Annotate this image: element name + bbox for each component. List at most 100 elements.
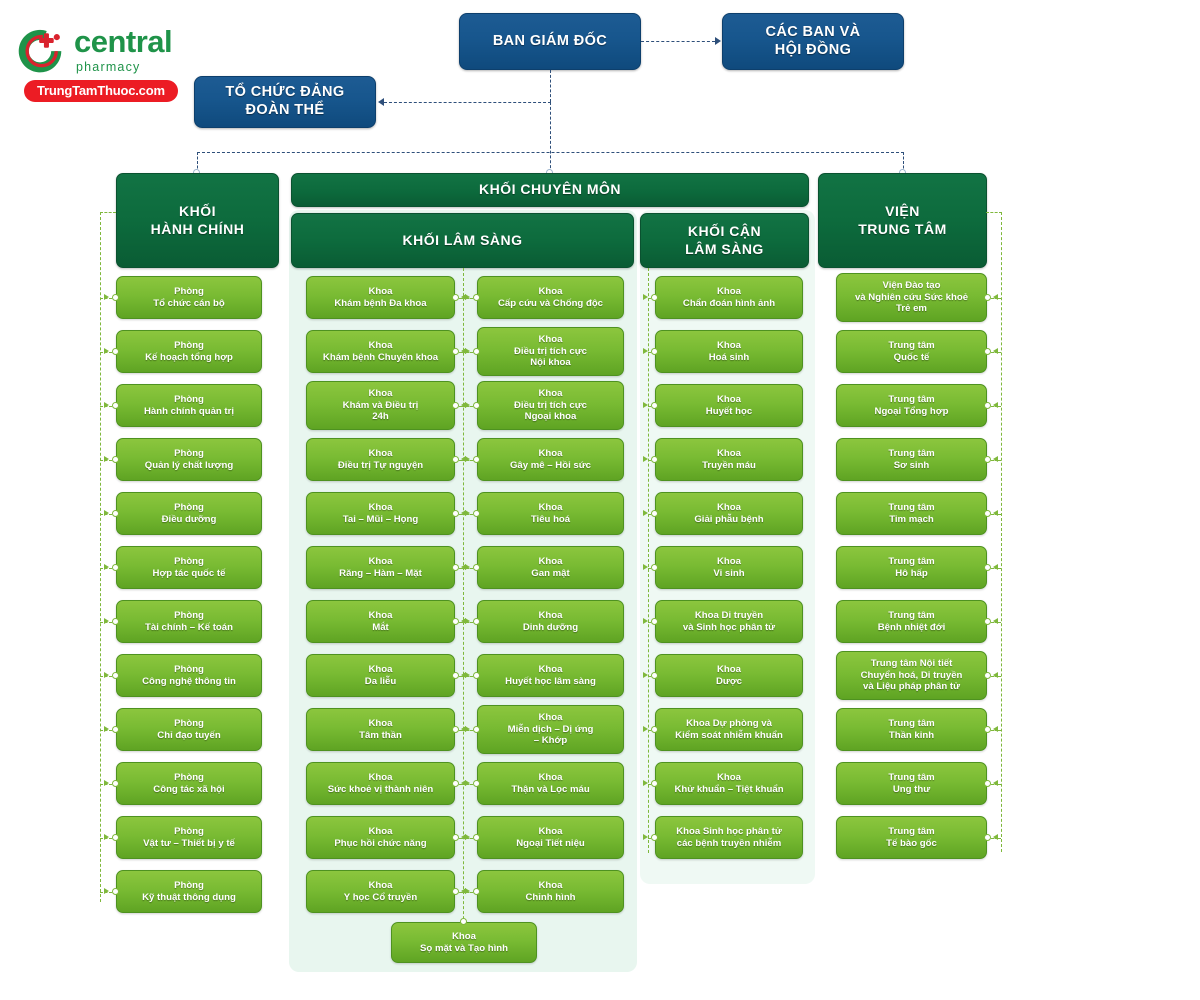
leaf-phong-ke-hoach-tong-hop[interactable]: Phòng Kế hoạch tổng hợp — [116, 330, 262, 373]
node-dot — [984, 726, 991, 733]
leaf-khoa-cap-cuu-va-chong-doc[interactable]: Khoa Cấp cứu và Chống độc — [477, 276, 624, 319]
connector-stub — [648, 351, 651, 353]
leaf-phong-chi-dao-tuyen[interactable]: Phòng Chỉ đạo tuyến — [116, 708, 262, 751]
leaf-khoa-huyet-hoc[interactable]: Khoa Huyết học — [655, 384, 803, 427]
connector-arrow — [104, 510, 109, 516]
connector-stub — [648, 459, 651, 461]
leaf-khoa-phuc-hoi-chuc-nang[interactable]: Khoa Phục hồi chức năng — [306, 816, 455, 859]
leaf-khoa-di-truyen-va-sinh-hoc-phan-tu[interactable]: Khoa Di truyền và Sinh học phân tử — [655, 600, 803, 643]
leaf-trung-tam-tim-mach[interactable]: Trung tâm Tim mạch — [836, 492, 987, 535]
connector-stub — [648, 675, 651, 677]
node-dot — [651, 780, 658, 787]
leaf-khoa-ngoai-tiet-nieu[interactable]: Khoa Ngoại Tiết niệu — [477, 816, 624, 859]
leaf-phong-quan-ly-chat-luong[interactable]: Phòng Quản lý chất lượng — [116, 438, 262, 481]
node-dot — [452, 456, 459, 463]
leaf-khoa-kham-va-dieu-tri-24h[interactable]: Khoa Khám và Điều trị 24h — [306, 381, 455, 430]
node-dot — [452, 294, 459, 301]
connector-arrow — [461, 888, 466, 894]
connector-arrow — [465, 456, 470, 462]
leaf-khoa-du-phong-va-kiem-soat-nhiem-khuan[interactable]: Khoa Dự phòng và Kiểm soát nhiễm khuẩn — [655, 708, 803, 751]
connector-arrow — [461, 564, 466, 570]
leaf-khoa-kham-benh-da-khoa[interactable]: Khoa Khám bệnh Đa khoa — [306, 276, 455, 319]
leaf-trung-tam-noi-tiet-chuyen-hoa-di-truyen-va-lie[interactable]: Trung tâm Nội tiết Chuyển hoá, Di truyền… — [836, 651, 987, 700]
block-header-khoi-hanh-chinh[interactable]: KHỐI HÀNH CHÍNH — [116, 173, 279, 268]
spine-administrative-top-stub — [100, 212, 116, 213]
leaf-khoa-y-hoc-co-truyen[interactable]: Khoa Y học Cổ truyền — [306, 870, 455, 913]
leaf-trung-tam-ngoai-tong-hop[interactable]: Trung tâm Ngoại Tổng hợp — [836, 384, 987, 427]
leaf-trung-tam-ung-thu[interactable]: Trung tâm Ung thư — [836, 762, 987, 805]
leaf-phong-vat-tu-thiet-bi-y-te[interactable]: Phòng Vật tư – Thiết bị y tế — [116, 816, 262, 859]
node-dot — [651, 402, 658, 409]
node-dot — [984, 510, 991, 517]
node-dot — [112, 456, 119, 463]
block-header-khoi-lam-sang[interactable]: KHỐI LÂM SÀNG — [291, 213, 634, 268]
spine-paraclinical — [648, 268, 649, 853]
leaf-trung-tam-benh-nhiet-doi[interactable]: Trung tâm Bệnh nhiệt đới — [836, 600, 987, 643]
connector-arrow — [104, 618, 109, 624]
leaf-trung-tam-than-kinh[interactable]: Trung tâm Thần kinh — [836, 708, 987, 751]
leaf-phong-dieu-duong[interactable]: Phòng Điều dưỡng — [116, 492, 262, 535]
leaf-khoa-gay-me-hoi-suc[interactable]: Khoa Gây mê – Hồi sức — [477, 438, 624, 481]
leaf-khoa-vi-sinh[interactable]: Khoa Vi sinh — [655, 546, 803, 589]
leaf-trung-tam-ho-hap[interactable]: Trung tâm Hô hấp — [836, 546, 987, 589]
block-header-khoi-chuyen-mon[interactable]: KHỐI CHUYÊN MÔN — [291, 173, 809, 207]
leaf-khoa-dinh-duong[interactable]: Khoa Dinh dưỡng — [477, 600, 624, 643]
connector-blocks-bus — [197, 152, 904, 153]
leaf-khoa-so-mat-va-tao-hinh[interactable]: Khoa Sọ mặt và Tạo hình — [391, 922, 537, 963]
leaf-khoa-gan-mat[interactable]: Khoa Gan mật — [477, 546, 624, 589]
leaf-khoa-dieu-tri-tich-cuc-noi-khoa[interactable]: Khoa Điều trị tích cực Nội khoa — [477, 327, 624, 376]
leaf-khoa-mat[interactable]: Khoa Mắt — [306, 600, 455, 643]
leaf-khoa-da-lieu[interactable]: Khoa Da liễu — [306, 654, 455, 697]
leaf-khoa-sinh-hoc-phan-tu-cac-benh-truyen-nhiem[interactable]: Khoa Sinh học phân tử các bệnh truyền nh… — [655, 816, 803, 859]
leaf-khoa-truyen-mau[interactable]: Khoa Truyền máu — [655, 438, 803, 481]
leaf-khoa-rang-ham-mat[interactable]: Khoa Răng – Hàm – Mặt — [306, 546, 455, 589]
node-dot — [452, 888, 459, 895]
leaf-khoa-tieu-hoa[interactable]: Khoa Tiêu hoá — [477, 492, 624, 535]
connector-arrow — [993, 672, 998, 678]
block-header-vien-trung-tam[interactable]: VIỆN TRUNG TÂM — [818, 173, 987, 268]
connector-arrow — [643, 780, 648, 786]
node-dot — [112, 726, 119, 733]
leaf-khoa-chinh-hinh[interactable]: Khoa Chỉnh hình — [477, 870, 624, 913]
node-to-chuc-dang-doan-the[interactable]: TỔ CHỨC ĐẢNG ĐOÀN THỂ — [194, 76, 376, 128]
connector-arrow — [643, 510, 648, 516]
leaf-khoa-dieu-tri-tich-cuc-ngoai-khoa[interactable]: Khoa Điều trị tích cực Ngoại khoa — [477, 381, 624, 430]
leaf-phong-to-chuc-can-bo[interactable]: Phòng Tổ chức cán bộ — [116, 276, 262, 319]
leaf-khoa-tam-than[interactable]: Khoa Tâm thần — [306, 708, 455, 751]
leaf-phong-ky-thuat-thong-dung[interactable]: Phòng Kỹ thuật thông dụng — [116, 870, 262, 913]
leaf-khoa-dieu-tri-tu-nguyen[interactable]: Khoa Điều trị Tự nguyện — [306, 438, 455, 481]
leaf-khoa-giai-phau-benh[interactable]: Khoa Giải phẫu bệnh — [655, 492, 803, 535]
leaf-phong-cong-nghe-thong-tin[interactable]: Phòng Công nghệ thông tin — [116, 654, 262, 697]
connector-arrow — [461, 780, 466, 786]
leaf-trung-tam-te-bao-goc[interactable]: Trung tâm Tế bào gốc — [836, 816, 987, 859]
connector-arrow — [465, 780, 470, 786]
leaf-khoa-chan-doan-hinh-anh[interactable]: Khoa Chẩn đoán hình ảnh — [655, 276, 803, 319]
leaf-khoa-khu-khuan-tiet-khuan[interactable]: Khoa Khử khuẩn – Tiệt khuẩn — [655, 762, 803, 805]
connector-party-horizontal — [384, 102, 551, 103]
leaf-trung-tam-so-sinh[interactable]: Trung tâm Sơ sinh — [836, 438, 987, 481]
node-ban-giam-doc[interactable]: BAN GIÁM ĐỐC — [459, 13, 641, 70]
leaf-phong-hanh-chinh-quan-tri[interactable]: Phòng Hành chính quản trị — [116, 384, 262, 427]
leaf-khoa-mien-dich-di-ung-khop[interactable]: Khoa Miễn dịch – Dị ứng – Khớp — [477, 705, 624, 754]
leaf-khoa-hoa-sinh[interactable]: Khoa Hoá sinh — [655, 330, 803, 373]
node-dot — [473, 348, 480, 355]
leaf-phong-hop-tac-quoc-te[interactable]: Phòng Hợp tác quốc tế — [116, 546, 262, 589]
leaf-trung-tam-quoc-te[interactable]: Trung tâm Quốc tế — [836, 330, 987, 373]
connector-board-to-committees — [641, 41, 715, 42]
node-cac-ban-va-hoi-dong[interactable]: CÁC BAN VÀ HỘI ĐỒNG — [722, 13, 904, 70]
connector-arrow — [643, 402, 648, 408]
leaf-khoa-kham-benh-chuyen-khoa[interactable]: Khoa Khám bệnh Chuyên khoa — [306, 330, 455, 373]
leaf-khoa-than-va-loc-mau[interactable]: Khoa Thận và Lọc máu — [477, 762, 624, 805]
leaf-khoa-suc-khoe-vi-thanh-nien[interactable]: Khoa Sức khoẻ vị thành niên — [306, 762, 455, 805]
connector-arrow — [104, 294, 109, 300]
connector-stub — [648, 837, 651, 839]
leaf-vien-dao-tao-va-nghien-cuu-suc-khoe-tre-em[interactable]: Viện Đào tạo và Nghiên cứu Sức khoẻ Trẻ … — [836, 273, 987, 322]
leaf-khoa-duoc[interactable]: Khoa Dược — [655, 654, 803, 697]
leaf-khoa-huyet-hoc-lam-sang[interactable]: Khoa Huyết học lâm sàng — [477, 654, 624, 697]
leaf-phong-tai-chinh-ke-toan[interactable]: Phòng Tài chính – Kế toán — [116, 600, 262, 643]
block-header-khoi-can-lam-sang[interactable]: KHỐI CẬN LÂM SÀNG — [640, 213, 809, 268]
node-dot — [112, 348, 119, 355]
leaf-khoa-tai-mui-hong[interactable]: Khoa Tai – Mũi – Họng — [306, 492, 455, 535]
connector-arrow — [461, 402, 466, 408]
leaf-phong-cong-tac-xa-hoi[interactable]: Phòng Công tác xã hội — [116, 762, 262, 805]
